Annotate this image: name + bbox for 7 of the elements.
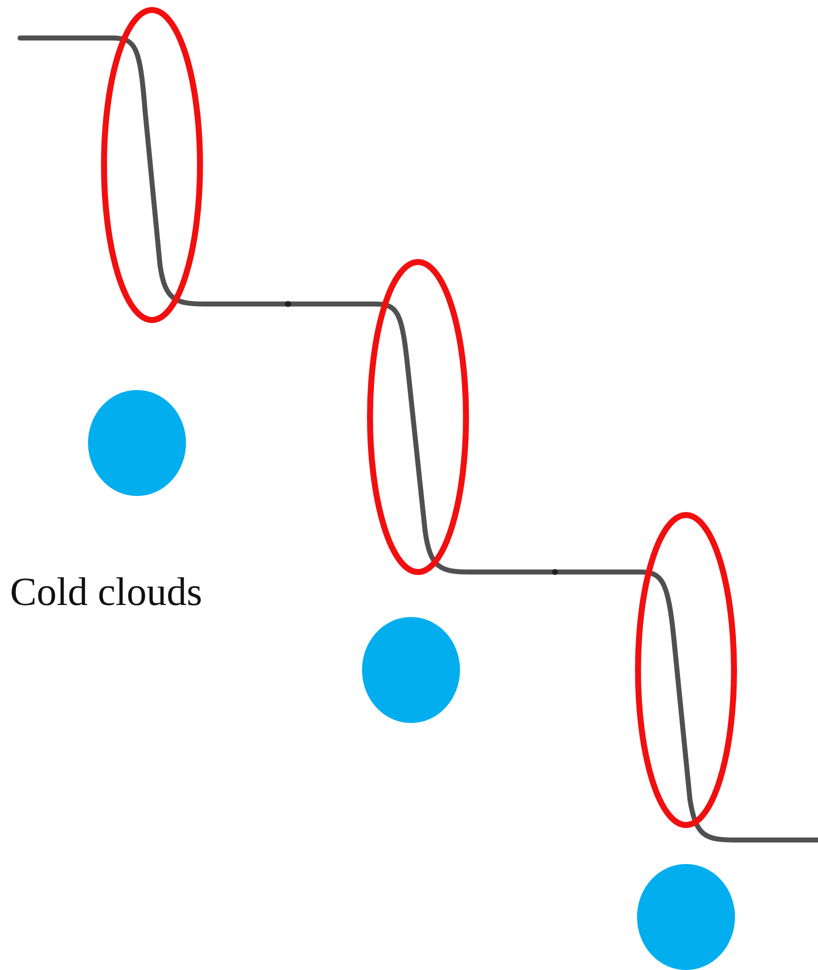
ellipse-outline bbox=[367, 259, 469, 575]
ellipse-outline bbox=[635, 512, 737, 828]
filled-circle bbox=[88, 390, 186, 496]
filled-circle bbox=[362, 617, 460, 723]
filled-circle bbox=[637, 864, 735, 970]
annotation-text: Cold clouds bbox=[10, 568, 202, 615]
ellipse-outline bbox=[101, 7, 203, 323]
